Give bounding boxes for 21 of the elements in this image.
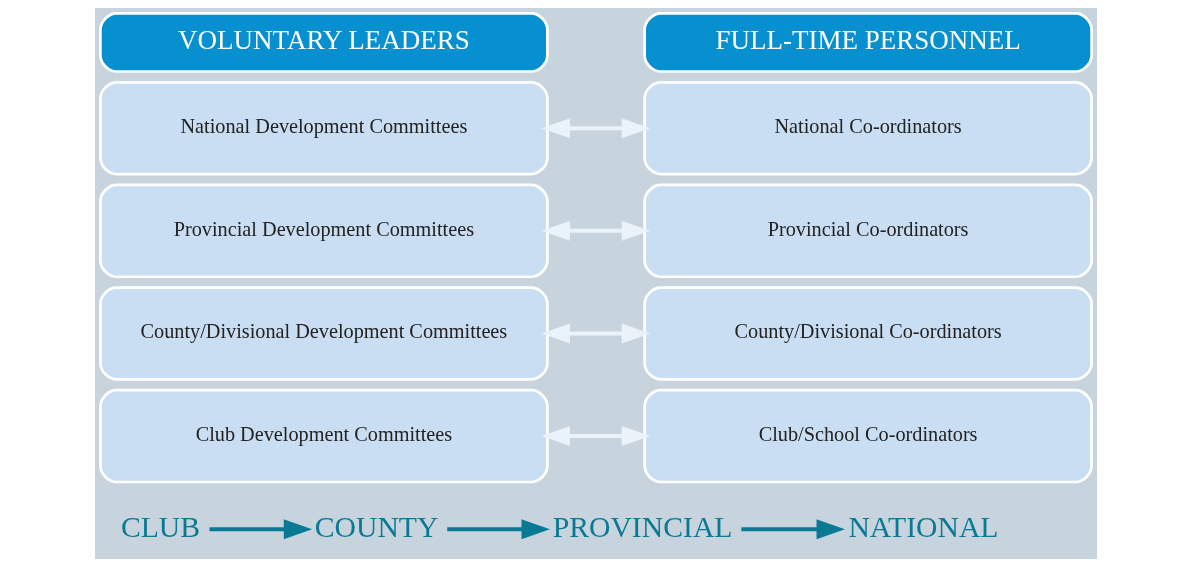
node-box: Provincial Co-ordinators [642,183,1093,279]
node-box: FULL-TIME PERSONNEL [642,12,1093,73]
arrow [541,426,650,447]
node-box: Provincial Development Committees [98,183,549,279]
node-box: National Co-ordinators [642,80,1093,176]
arrow [541,220,650,241]
node-text: NATIONAL [847,510,998,543]
node-text: CLUB [120,510,200,543]
node-box: County/Divisional Co-ordinators [642,286,1093,381]
node-text: PROVINCIAL [552,510,732,543]
arrow [740,519,845,540]
arrow [208,519,312,540]
node-box: National Development Committees [98,80,549,176]
arrow [541,323,650,344]
arrow [446,519,550,540]
node-box: County/Divisional Development Committees [98,286,549,381]
node-box: Club/School Co-ordinators [642,388,1093,484]
node-text: COUNTY [314,510,438,543]
node-box: Club Development Committees [98,388,549,484]
arrow [541,118,650,139]
node-box: VOLUNTARY LEADERS [98,12,549,73]
